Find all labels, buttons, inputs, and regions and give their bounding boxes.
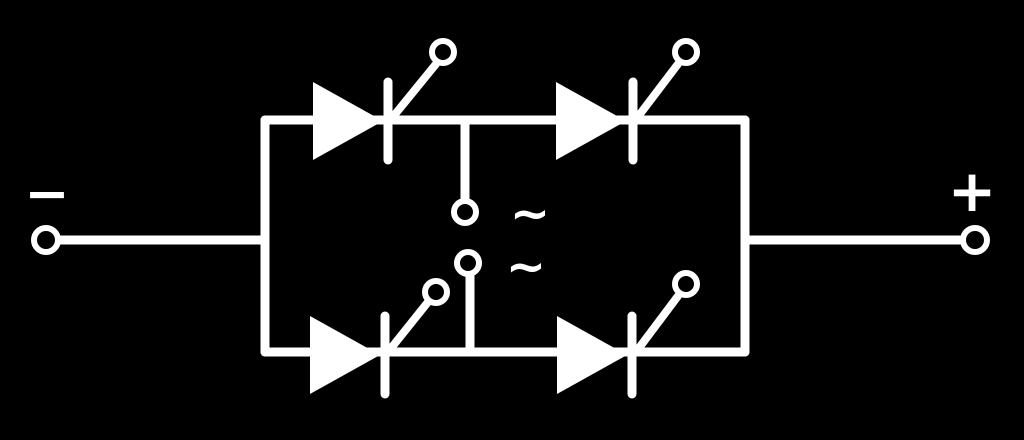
negative-symbol: −: [24, 162, 69, 225]
ac-terminal-upper: [451, 198, 479, 226]
positive-symbol: +: [948, 157, 997, 225]
ac-symbol-lower: ~: [506, 239, 546, 295]
positive-terminal: [960, 225, 990, 255]
thyristor-icon: [557, 316, 627, 394]
thyristor-top-right: [556, 38, 700, 165]
thyristor-bottom-right: [557, 270, 700, 399]
thyristor-icon: [313, 82, 383, 160]
thyristor-icon: [556, 82, 626, 160]
thyristor-top-left: [313, 38, 457, 165]
ac-symbol-upper: ~: [510, 186, 550, 242]
thyristor-bottom-left: [310, 278, 450, 399]
center-link-wire: [460, 115, 475, 357]
negative-terminal: [31, 225, 61, 255]
ac-terminal-lower: [454, 249, 482, 277]
thyristor-icon: [310, 316, 380, 394]
